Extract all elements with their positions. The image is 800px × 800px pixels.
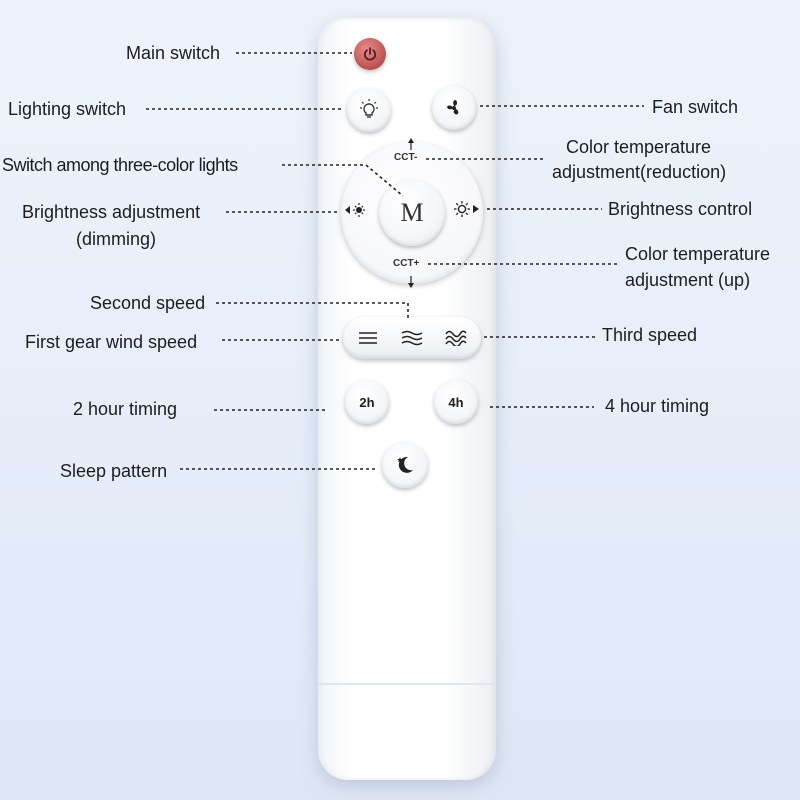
label-cct-up-2: adjustment (up) [625,270,751,290]
label-brightness-control: Brightness control [608,199,753,219]
brightness-down-icon[interactable] [345,203,367,217]
label-third-speed: Third speed [602,325,698,345]
wind-speed-1-icon [359,332,377,344]
timer-4h-button[interactable]: 4h [434,380,478,424]
moon-star-icon [397,456,413,473]
label-cct-reduction-1: Color temperature [566,137,712,157]
cct-minus-label[interactable]: CCT- [394,152,418,163]
label-two-hour: 2 hour timing [73,399,178,419]
mode-button[interactable]: M [379,180,445,246]
label-main-switch: Main switch [126,43,221,63]
label-sleep: Sleep pattern [60,461,168,481]
label-cct-reduction-2: adjustment(reduction) [552,162,727,182]
wind-speed-3-icon [445,330,467,346]
label-fan-switch: Fan switch [652,97,739,117]
third-speed-button[interactable] [433,317,479,359]
fan-switch-button[interactable] [432,86,476,130]
label-brightness-adjustment-1: Brightness adjustment [22,202,201,222]
sleep-mode-button[interactable] [382,442,428,488]
label-brightness-adjustment-2: (dimming) [76,229,157,249]
first-speed-button[interactable] [345,317,391,359]
timer-2h-button[interactable]: 2h [345,380,389,424]
label-four-hour: 4 hour timing [605,396,710,416]
brightness-up-icon[interactable] [453,201,479,217]
cct-plus-label[interactable]: CCT+ [393,258,420,269]
label-cct-up-1: Color temperature [625,244,771,264]
label-three-color: Switch among three-color lights [2,155,238,175]
label-lighting-switch: Lighting switch [8,99,127,119]
wind-speed-2-icon [401,330,423,346]
main-switch-button[interactable] [354,38,386,70]
second-speed-button[interactable] [389,317,435,359]
label-second-speed: Second speed [90,293,206,313]
label-first-gear: First gear wind speed [25,332,198,352]
power-icon [363,47,377,61]
remote-seam [318,683,496,685]
light-bulb-icon [360,99,378,118]
fan-icon [447,100,459,115]
lighting-switch-button[interactable] [347,88,391,132]
